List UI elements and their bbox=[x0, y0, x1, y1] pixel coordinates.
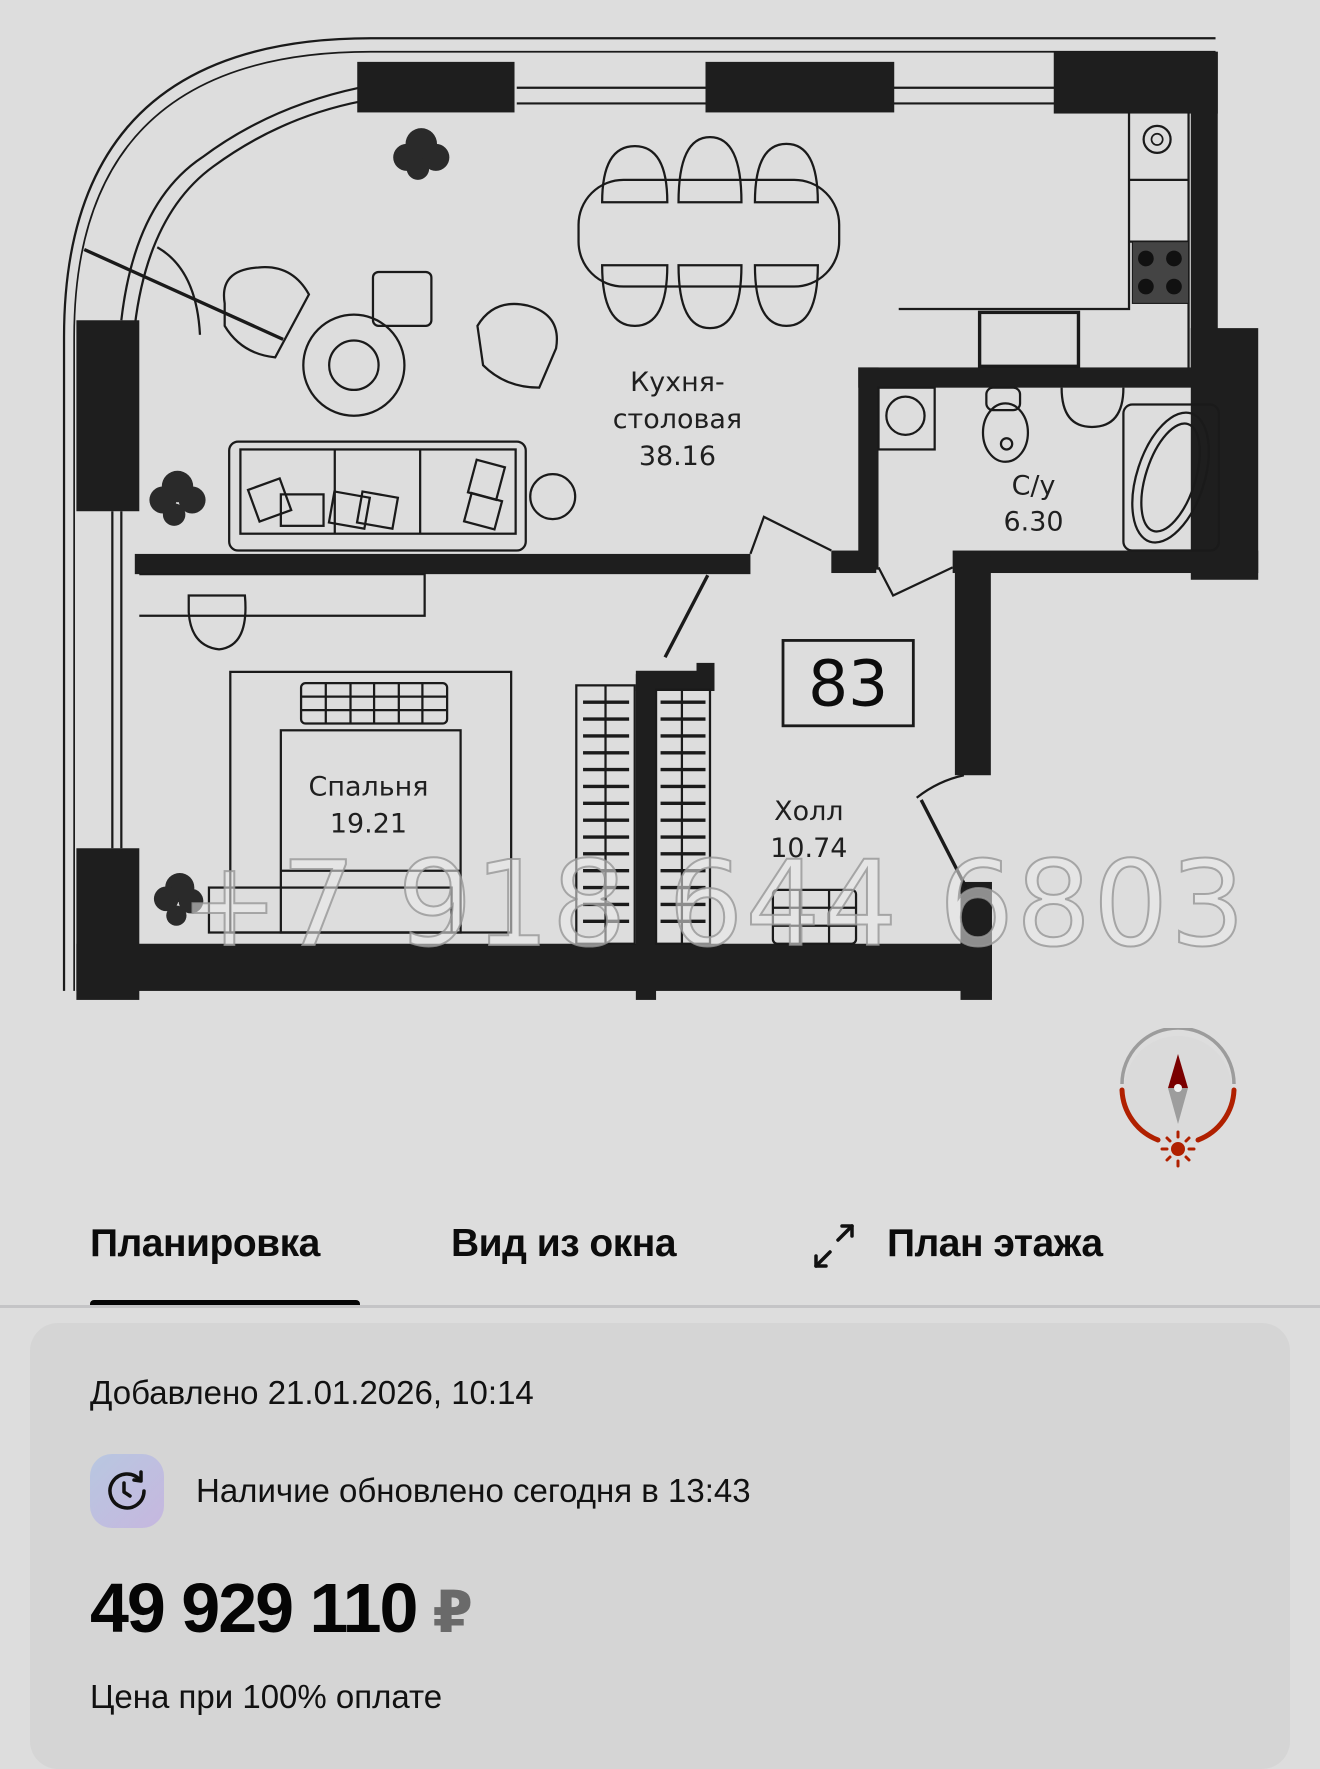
floor-plan-image[interactable]: Кухня- столовая 38.16 С/у 6.30 Спальня 1… bbox=[0, 0, 1320, 1000]
tabs-divider bbox=[0, 1305, 1320, 1308]
added-date: Добавлено 21.01.2026, 10:14 bbox=[90, 1374, 534, 1411]
room-hall-name: Холл bbox=[774, 796, 843, 827]
tab-floor-plan-label: План этажа bbox=[887, 1222, 1103, 1265]
compass-sun-icon[interactable] bbox=[1112, 1026, 1242, 1168]
tab-window-view-label: Вид из окна bbox=[451, 1222, 677, 1265]
room-kitchen-area: 38.16 bbox=[639, 441, 716, 472]
tab-layout[interactable]: Планировка bbox=[90, 1220, 360, 1308]
listing-info-card: Добавлено 21.01.2026, 10:14 Наличие обно… bbox=[30, 1323, 1290, 1769]
apartment-number: 83 bbox=[808, 648, 888, 721]
phone-watermark: +7 918 644 6803 bbox=[179, 834, 1248, 974]
availability-row: Наличие обновлено сегодня в 13:43 bbox=[90, 1451, 751, 1531]
price-note: Цена при 100% оплате bbox=[90, 1678, 443, 1715]
view-tabs: Планировка Вид из окна План этажа bbox=[0, 1200, 1320, 1308]
tab-floor-plan[interactable]: План этажа bbox=[887, 1220, 1103, 1308]
room-kitchen-name2: столовая bbox=[613, 404, 742, 435]
room-kitchen-name: Кухня- bbox=[630, 367, 725, 398]
price-row: 49 929 110 ₽ bbox=[90, 1568, 473, 1648]
expand-icon[interactable] bbox=[812, 1224, 856, 1268]
currency-symbol: ₽ bbox=[432, 1580, 473, 1645]
room-bathroom-name: С/у bbox=[1012, 470, 1056, 501]
room-bathroom-area: 6.30 bbox=[1004, 506, 1064, 537]
room-hall-area: 10.74 bbox=[770, 833, 847, 864]
price-value: 49 929 110 bbox=[90, 1569, 418, 1647]
room-bedroom-area: 19.21 bbox=[330, 809, 407, 840]
tab-window-view[interactable]: Вид из окна bbox=[451, 1220, 677, 1308]
availability-status: Наличие обновлено сегодня в 13:43 bbox=[196, 1472, 751, 1509]
room-bedroom-name: Спальня bbox=[309, 771, 429, 802]
clock-refresh-icon bbox=[90, 1454, 164, 1528]
tab-layout-label: Планировка bbox=[90, 1222, 320, 1265]
